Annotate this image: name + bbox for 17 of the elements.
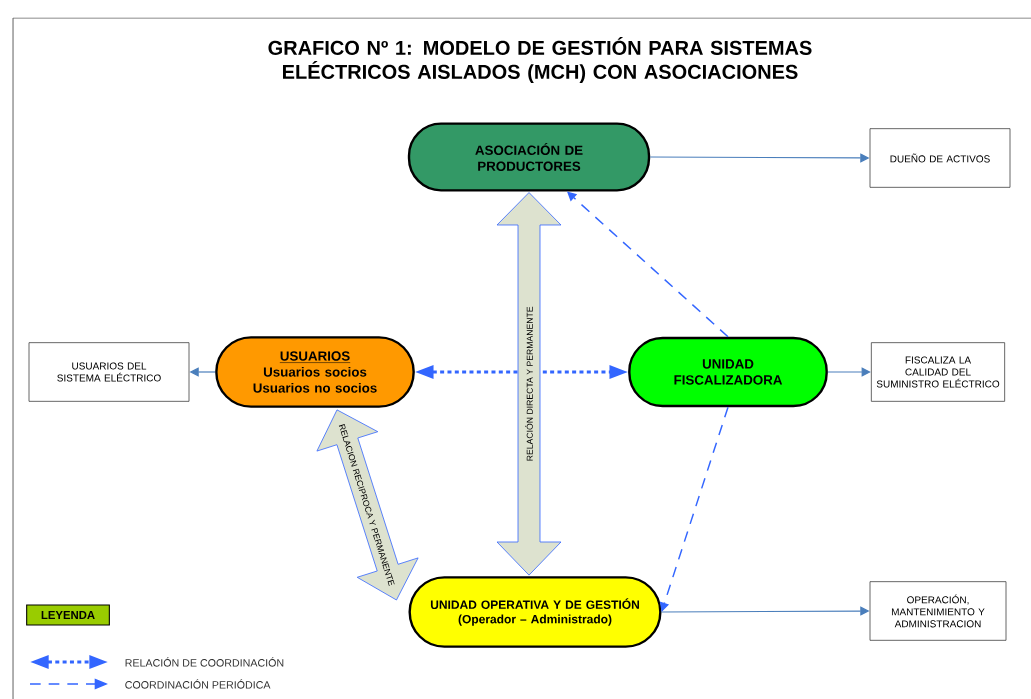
legend-heading: LEYENDA (26, 604, 110, 626)
text-box: DUEÑO DE ACTIVOS (869, 128, 1011, 188)
rounded-box: USUARIOS Usuarios socios Usuarios no socios (215, 336, 415, 408)
legend-text: RELACIÓN DE COORDINACIÓN (125, 657, 284, 667)
rounded-box: ASOCIACIÓN DE PRODUCTORES (407, 122, 651, 192)
block-arrow (316, 409, 419, 601)
arrow (827, 367, 871, 377)
text-box: FISCALIZA LA CALIDAD DEL SUMINISTRO ELÉCTRICO (870, 342, 1006, 402)
legend-text: COORDINACIÓN PERIÓDICA (125, 679, 271, 689)
block-arrow (496, 192, 562, 576)
rounded-box: UNIDAD FISCALIZADORA (628, 336, 828, 408)
edge-label: RELACIÓN DIRECTA Y PERMANENTE (525, 306, 533, 461)
arrow (567, 191, 729, 338)
rounded-box: UNIDAD OPERATIVA Y DE GESTIÓN (Operador – Administrado) (408, 576, 662, 648)
title: GRAFICO Nº 1: MODELO DE GESTIÓN PARA SISTEMAS ELÉCTRICOS AISLADOS (MCH) CON ASOCIACIONES (268, 37, 812, 83)
text-box: USUARIOS DEL SISTEMA ELÉCTRICO (28, 342, 190, 402)
text-box: OPERACIÓN, MANTENIMIENTO Y ADMINISTRACION (869, 581, 1007, 641)
